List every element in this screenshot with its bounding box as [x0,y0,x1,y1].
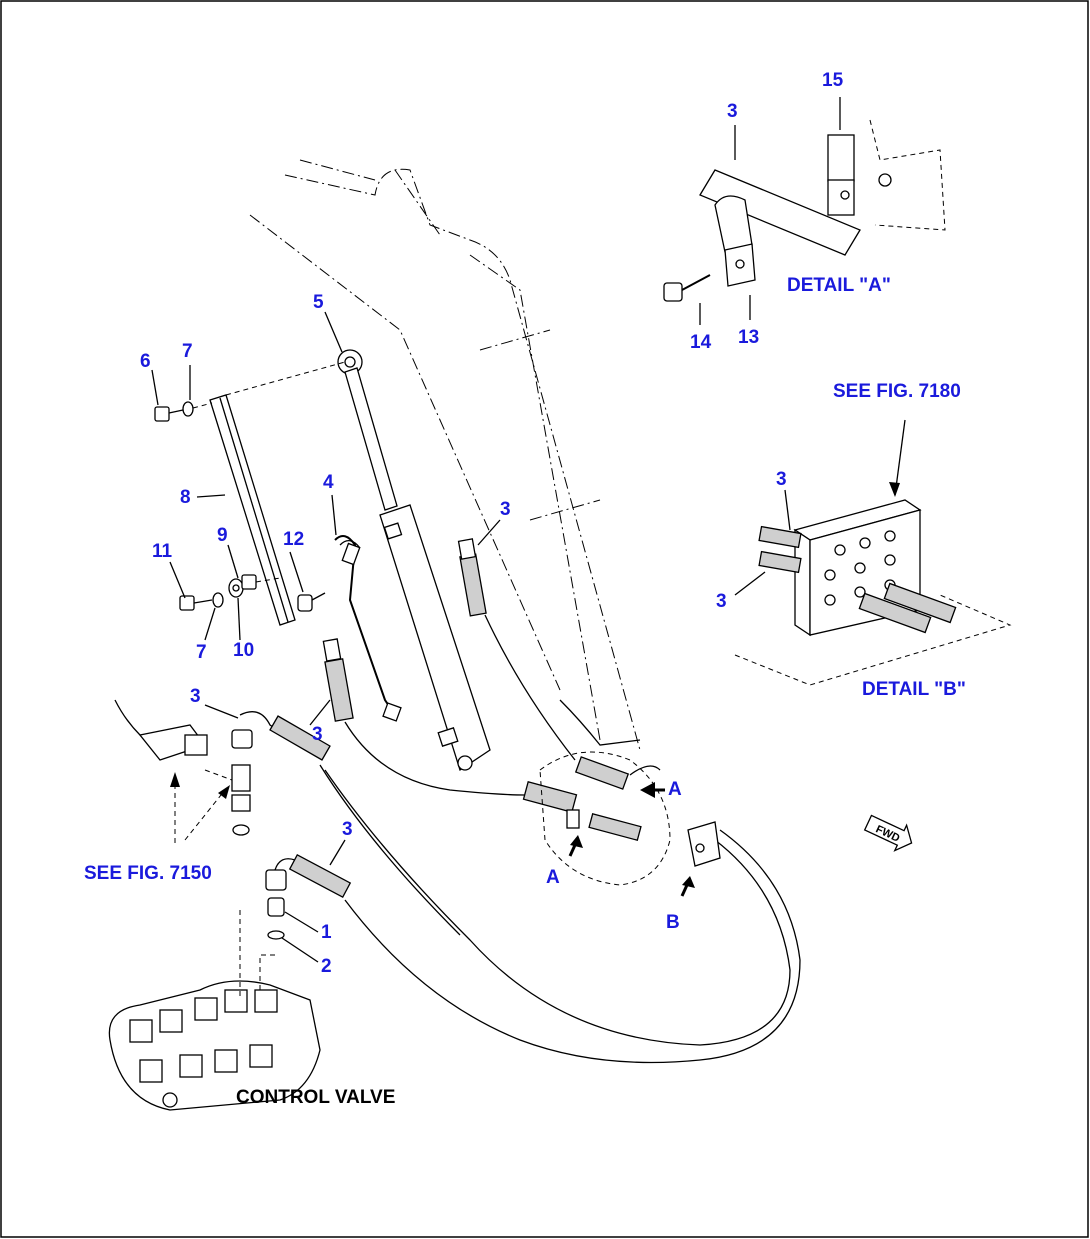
view-b: B [666,912,680,933]
callout-7-bottom: 7 [196,642,207,663]
left-fittings [114,699,251,845]
callout-1: 1 [321,922,332,943]
see-fig-7180: SEE FIG. 7180 [833,381,961,402]
view-a-lower: A [546,867,560,888]
callout-9: 9 [217,525,228,546]
pipe-4 [334,535,402,722]
callout-15: 15 [822,70,844,91]
callout-11: 11 [152,541,173,562]
callout-3-lower: 3 [342,819,353,840]
callout-12: 12 [283,529,304,550]
callout-7-top: 7 [182,341,193,362]
callout-3-left: 3 [190,686,201,707]
callout-3-detail-b-top: 3 [776,469,787,490]
callout-3-pipe: 3 [312,724,323,745]
detail-b-label: DETAIL "B" [862,679,966,700]
callout-6: 6 [140,351,151,372]
callout-3-cylinder: 3 [500,499,511,520]
hoses [231,538,801,1064]
callouts: 1 2 3 3 3 3 3 3 3 4 5 6 7 7 8 9 10 11 12… [140,70,844,977]
callout-8: 8 [180,487,191,508]
detail-a-label: DETAIL "A" [787,275,891,296]
view-arrows [568,782,695,897]
callout-3-detail-a: 3 [727,101,738,122]
see-fig-7150: SEE FIG. 7150 [84,863,212,884]
detail-a [663,97,946,325]
boom-foot-area [539,751,721,886]
callout-14: 14 [690,332,712,353]
fwd-label: FWD [874,823,902,844]
callout-13: 13 [738,327,759,348]
boom-outline [249,159,641,751]
fwd-symbol: FWD [863,814,913,852]
control-valve [108,910,321,1111]
detail-b [734,419,1012,686]
leader-lines [151,311,791,963]
fasteners [154,401,326,612]
callout-10: 10 [233,640,254,661]
reference-labels: SEE FIG. 7180 SEE FIG. 7150 DETAIL "A" D… [84,275,966,1108]
arm-cylinder [337,349,491,772]
callout-2: 2 [321,956,332,977]
view-markers: A A B [546,779,682,933]
view-a-upper: A [668,779,682,800]
callout-5: 5 [313,292,324,313]
callout-4: 4 [323,472,334,493]
control-valve-label: CONTROL VALVE [236,1087,395,1108]
clamp-bar [209,361,346,626]
callout-3-detail-b-left: 3 [716,591,727,612]
